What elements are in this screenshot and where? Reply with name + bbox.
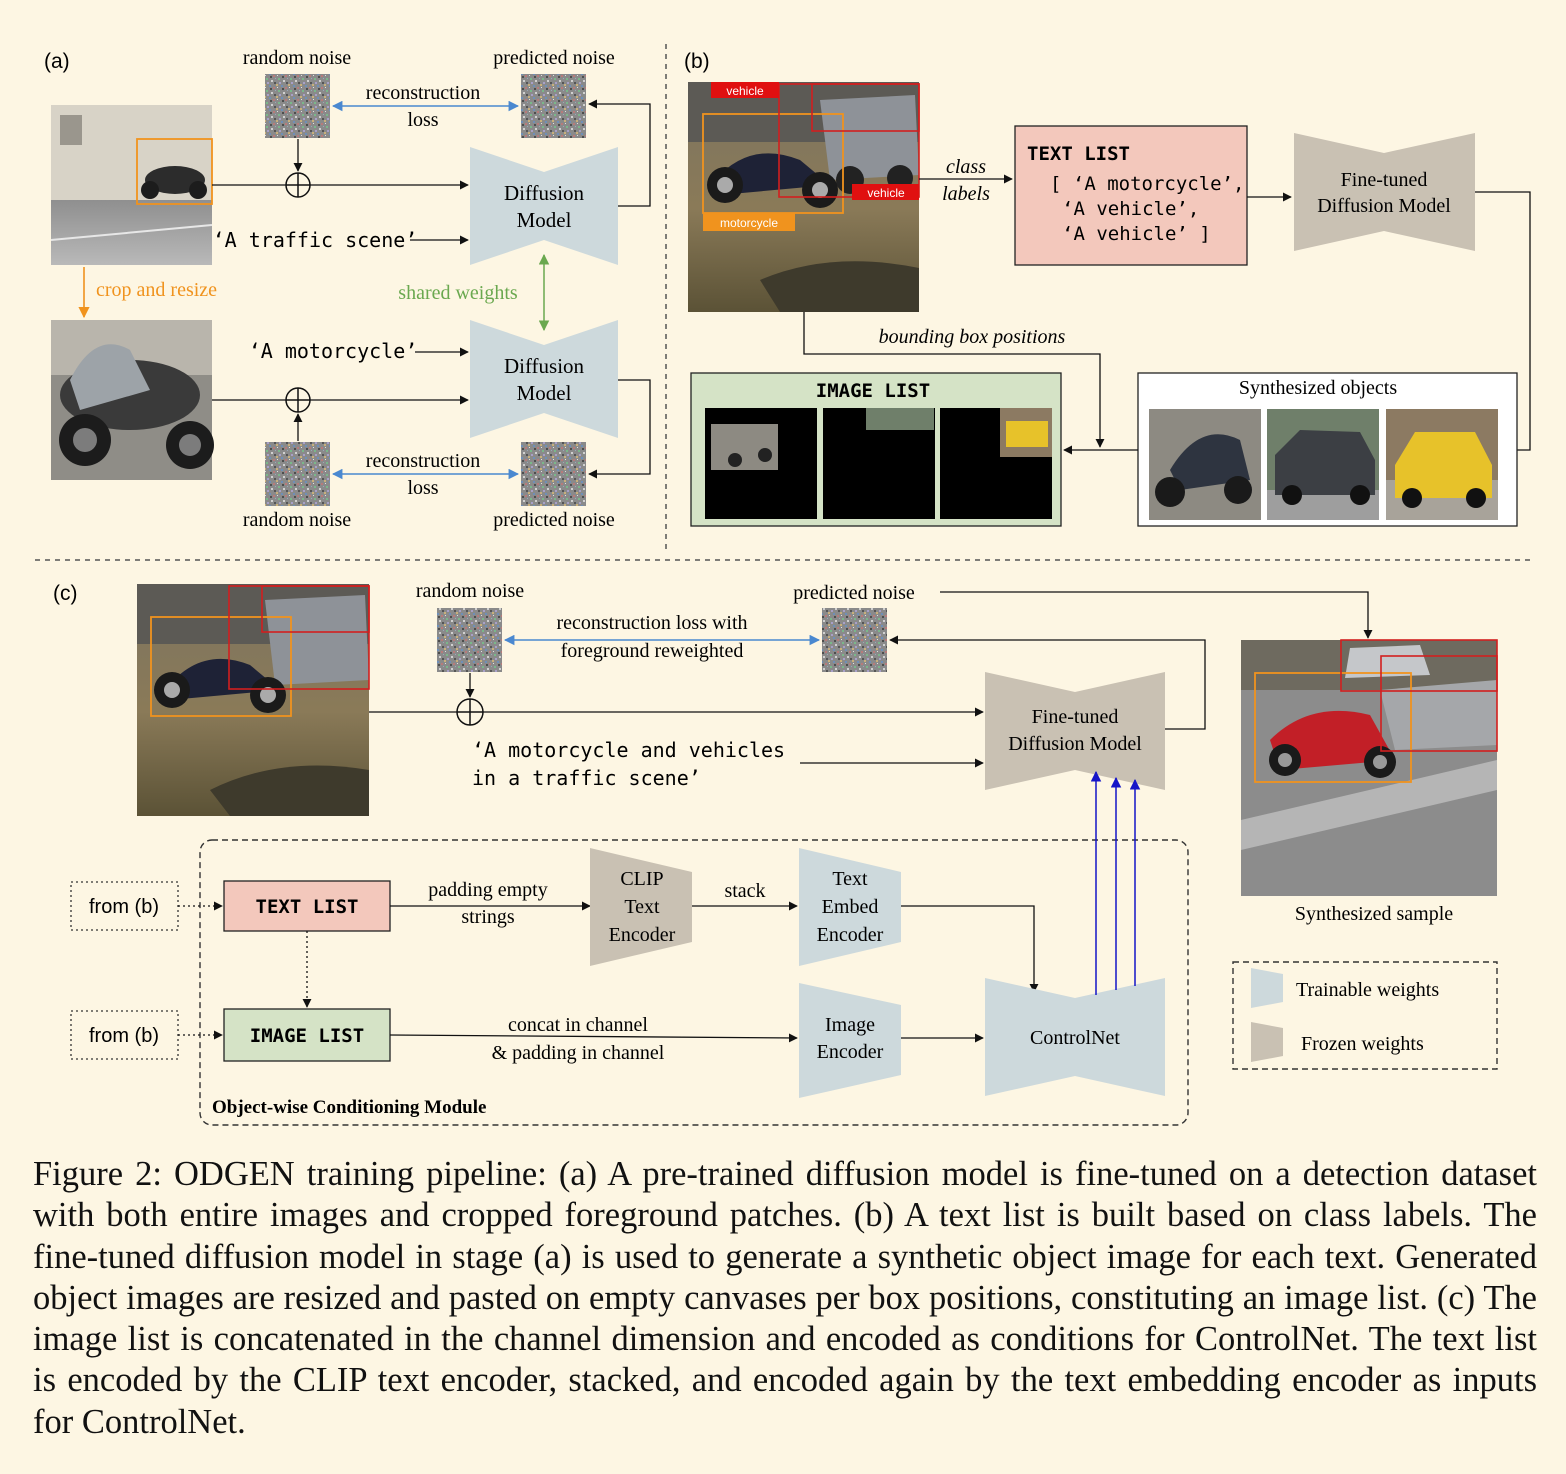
detection-image-c — [137, 584, 370, 816]
synth-objects-box: Synthesized objects — [1137, 372, 1518, 527]
recon-label-c-1: reconstruction loss with — [556, 612, 747, 634]
synth-objects-label: Synthesized objects — [1239, 377, 1398, 399]
panel-a: (a) crop and resize random nois — [44, 47, 651, 531]
text-list-title-b: TEXT LIST — [1027, 143, 1130, 165]
detection-image-b: motorcycle vehicle vehicle — [688, 82, 920, 312]
legend-frozen: Frozen weights — [1301, 1033, 1424, 1055]
text-list-item-1: [ ‘A motorcycle’, — [1050, 173, 1244, 195]
predicted-noise-label-bottom: predicted noise — [493, 509, 615, 531]
prompt-c-1: ‘A motorcycle and vehicles — [472, 738, 785, 762]
synth-motorcycle-image — [1149, 409, 1261, 520]
random-noise-c — [437, 608, 502, 672]
stack-label: stack — [724, 880, 765, 902]
predicted-noise-label-top: predicted noise — [493, 47, 615, 69]
clip-label-3: Encoder — [609, 924, 676, 946]
legend-trainable: Trainable weights — [1296, 979, 1439, 1001]
image-encoder — [799, 983, 901, 1098]
trainable-swatch — [1251, 968, 1283, 1008]
cropped-motorcycle-image — [51, 320, 214, 480]
finetuned-b-2: Diffusion Model — [1317, 195, 1451, 217]
panel-b-label: (b) — [684, 50, 710, 73]
class-labels-2: labels — [942, 183, 990, 205]
padding-label-1: padding empty — [428, 879, 547, 901]
concat-label-1: concat in channel — [508, 1014, 648, 1036]
concat-label-2: & padding in channel — [492, 1042, 665, 1064]
imgenc-label-1: Image — [825, 1014, 875, 1036]
text-list-item-3: ‘A vehicle’ ] — [1062, 223, 1211, 245]
image-list-box-b: IMAGE LIST — [690, 372, 1062, 527]
diffusion-model-bottom — [470, 320, 618, 438]
text-list-c — [223, 880, 391, 932]
text-list-box-b: TEXT LIST [ ‘A motorcycle’, ‘A vehicle’,… — [1014, 125, 1248, 266]
controlnet — [985, 978, 1165, 1096]
finetuned-diffusion-b — [1294, 133, 1475, 251]
panel-c-label: (c) — [53, 582, 78, 605]
random-noise-bottom — [265, 442, 330, 506]
text-list-item-2: ‘A vehicle’, — [1062, 198, 1199, 220]
diffusion-model-bottom-label-1: Diffusion — [504, 354, 585, 378]
bbox-positions-label: bounding box positions — [879, 326, 1066, 348]
random-noise-label-c: random noise — [416, 580, 524, 602]
predicted-noise-c — [822, 608, 887, 672]
frozen-swatch — [1251, 1022, 1283, 1062]
synth-sample-label: Synthesized sample — [1295, 903, 1453, 925]
prompt-traffic-scene: ‘A traffic scene’ — [213, 228, 418, 252]
diffusion-model-top — [470, 147, 618, 265]
clip-text-encoder — [590, 848, 692, 966]
motorcycle-tag-b: motorcycle — [720, 216, 778, 230]
diffusion-model-bottom-label-2: Model — [517, 381, 572, 405]
recon-label-c-2: foreground reweighted — [561, 640, 744, 662]
recon-label-bottom-1: reconstruction — [366, 450, 480, 472]
predicted-noise-top — [521, 74, 586, 138]
image-list-title-b: IMAGE LIST — [816, 380, 930, 402]
from-b-text-label: from (b) — [89, 896, 159, 918]
prompt-motorcycle: ‘A motorcycle’ — [249, 339, 418, 363]
vehicle-tag-2: vehicle — [867, 186, 905, 200]
synth-taxi-image — [1386, 409, 1498, 520]
textembed-label-1: Text — [832, 868, 868, 890]
diffusion-model-top-label-1: Diffusion — [504, 181, 585, 205]
finetuned-c-1: Fine-tuned — [1032, 706, 1119, 728]
legend: Trainable weights Frozen weights — [1232, 961, 1498, 1070]
class-labels-1: class — [946, 156, 986, 178]
recon-label-bottom-2: loss — [407, 477, 438, 499]
image-list-c-label: IMAGE LIST — [250, 1025, 364, 1047]
recon-label-top-1: reconstruction — [366, 82, 480, 104]
panel-c: (c) random noise predicted noise reconst… — [53, 580, 1498, 1126]
textembed-label-3: Encoder — [817, 924, 884, 946]
random-noise-label-top: random noise — [243, 47, 351, 69]
text-embed-encoder — [799, 848, 901, 966]
clip-label-1: CLIP — [620, 868, 663, 890]
finetuned-b-1: Fine-tuned — [1341, 169, 1428, 191]
padding-label-2: strings — [461, 906, 515, 928]
crop-resize-label: crop and resize — [96, 279, 217, 301]
predicted-noise-label-c: predicted noise — [793, 582, 915, 604]
object-wise-module-box — [199, 839, 1189, 1126]
random-noise-label-bottom: random noise — [243, 509, 351, 531]
module-title: Object-wise Conditioning Module — [212, 1097, 486, 1118]
predicted-noise-bottom — [521, 442, 586, 506]
image-list-c — [223, 1008, 391, 1062]
synthesized-sample-image — [1241, 639, 1498, 896]
recon-label-top-2: loss — [407, 109, 438, 131]
figure-caption: Figure 2: ODGEN training pipeline: (a) A… — [33, 1155, 1537, 1441]
from-b-image-label: from (b) — [89, 1025, 159, 1047]
clip-label-2: Text — [624, 896, 660, 918]
panel-a-label: (a) — [44, 50, 70, 73]
diffusion-model-top-label-2: Model — [517, 208, 572, 232]
controlnet-label: ControlNet — [1030, 1027, 1120, 1049]
text-list-c-label: TEXT LIST — [256, 896, 359, 918]
scene-image-a — [50, 105, 213, 265]
odgen-pipeline-diagram: (a) crop and resize random nois — [35, 44, 1535, 1126]
imgenc-label-2: Encoder — [817, 1041, 884, 1063]
synth-car-image — [1267, 409, 1379, 520]
textembed-label-2: Embed — [822, 896, 879, 918]
finetuned-diffusion-c — [985, 672, 1165, 790]
vehicle-tag-1: vehicle — [726, 84, 764, 98]
panel-b: (b) motorcycle vehicle vehicle class lab… — [684, 50, 1531, 527]
shared-weights-label: shared weights — [398, 282, 518, 304]
finetuned-c-2: Diffusion Model — [1008, 733, 1142, 755]
prompt-c-2: in a traffic scene’ — [472, 766, 701, 790]
random-noise-top — [265, 74, 330, 138]
